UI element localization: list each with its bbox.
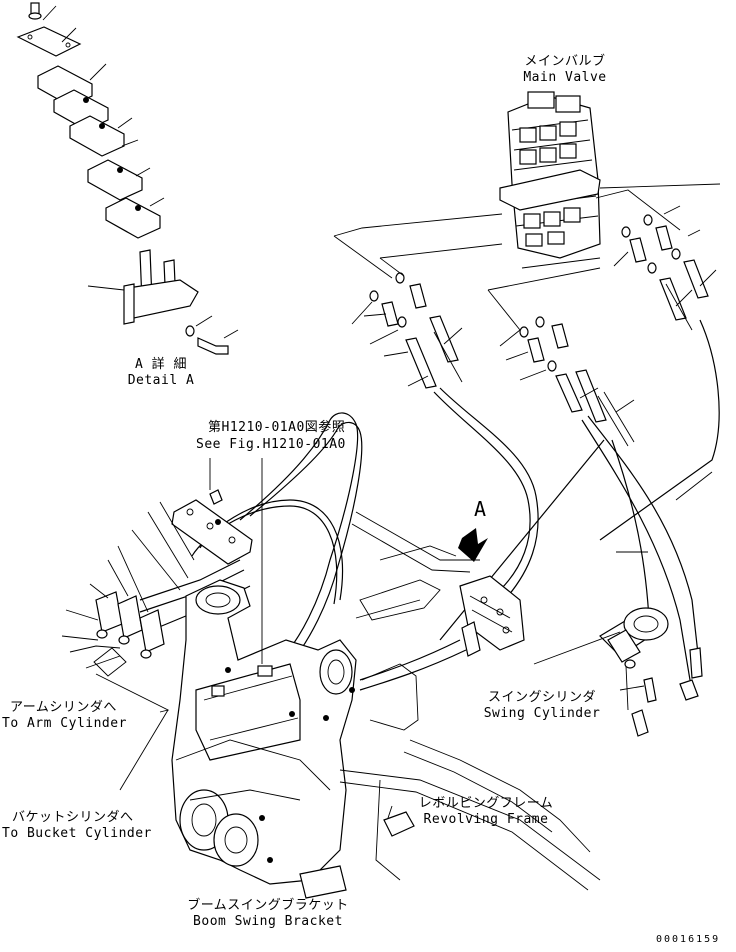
arm-cylinder-label-jp: アームシリンダへ bbox=[10, 700, 117, 715]
bucket-cylinder-label-en: To Bucket Cylinder bbox=[2, 826, 152, 841]
swing-valve-block bbox=[459, 575, 525, 657]
hose-fittings bbox=[369, 214, 709, 447]
swing-cylinder-label-jp: スイングシリンダ bbox=[487, 690, 596, 705]
detail-a-label-jp: A 詳 細 bbox=[135, 357, 187, 372]
bucket-cylinder-label-jp: バケットシリンダへ bbox=[12, 810, 134, 825]
detail-a-clamp-stack bbox=[16, 2, 239, 355]
drawing-number: 00016159 bbox=[656, 934, 721, 945]
see-fig-label-jp: 第H1210-01A0図参照 bbox=[208, 420, 346, 435]
fitting-group-brackets bbox=[333, 183, 721, 413]
swing-cylinder bbox=[533, 471, 713, 737]
boom-swing-bracket-label-jp: ブームスイングブラケット bbox=[187, 898, 349, 913]
view-a-arrow bbox=[458, 528, 488, 562]
view-a-label: A bbox=[474, 497, 487, 521]
main-valve-label-jp: メインバルブ bbox=[524, 54, 606, 69]
boom-swing-bracket-label-en: Boom Swing Bracket bbox=[193, 914, 343, 929]
boom-swing-bracket bbox=[171, 579, 357, 885]
revolving-frame-label-jp: レボルビングフレーム bbox=[418, 796, 554, 811]
manifold-block bbox=[171, 489, 253, 565]
main-valve-body bbox=[499, 91, 601, 259]
revolving-frame-label-en: Revolving Frame bbox=[423, 812, 549, 827]
detail-a-label-en: Detail A bbox=[127, 373, 195, 388]
see-fig-label-en: See Fig.H1210-01A0 bbox=[196, 437, 346, 452]
label-leaders bbox=[209, 458, 393, 819]
main-valve-label-en: Main Valve bbox=[523, 70, 607, 85]
revolving-frame bbox=[299, 511, 601, 899]
cylinder-fittings-left bbox=[61, 501, 195, 791]
swing-cylinder-label-en: Swing Cylinder bbox=[483, 706, 601, 721]
arm-cylinder-label-en: To Arm Cylinder bbox=[2, 716, 127, 731]
